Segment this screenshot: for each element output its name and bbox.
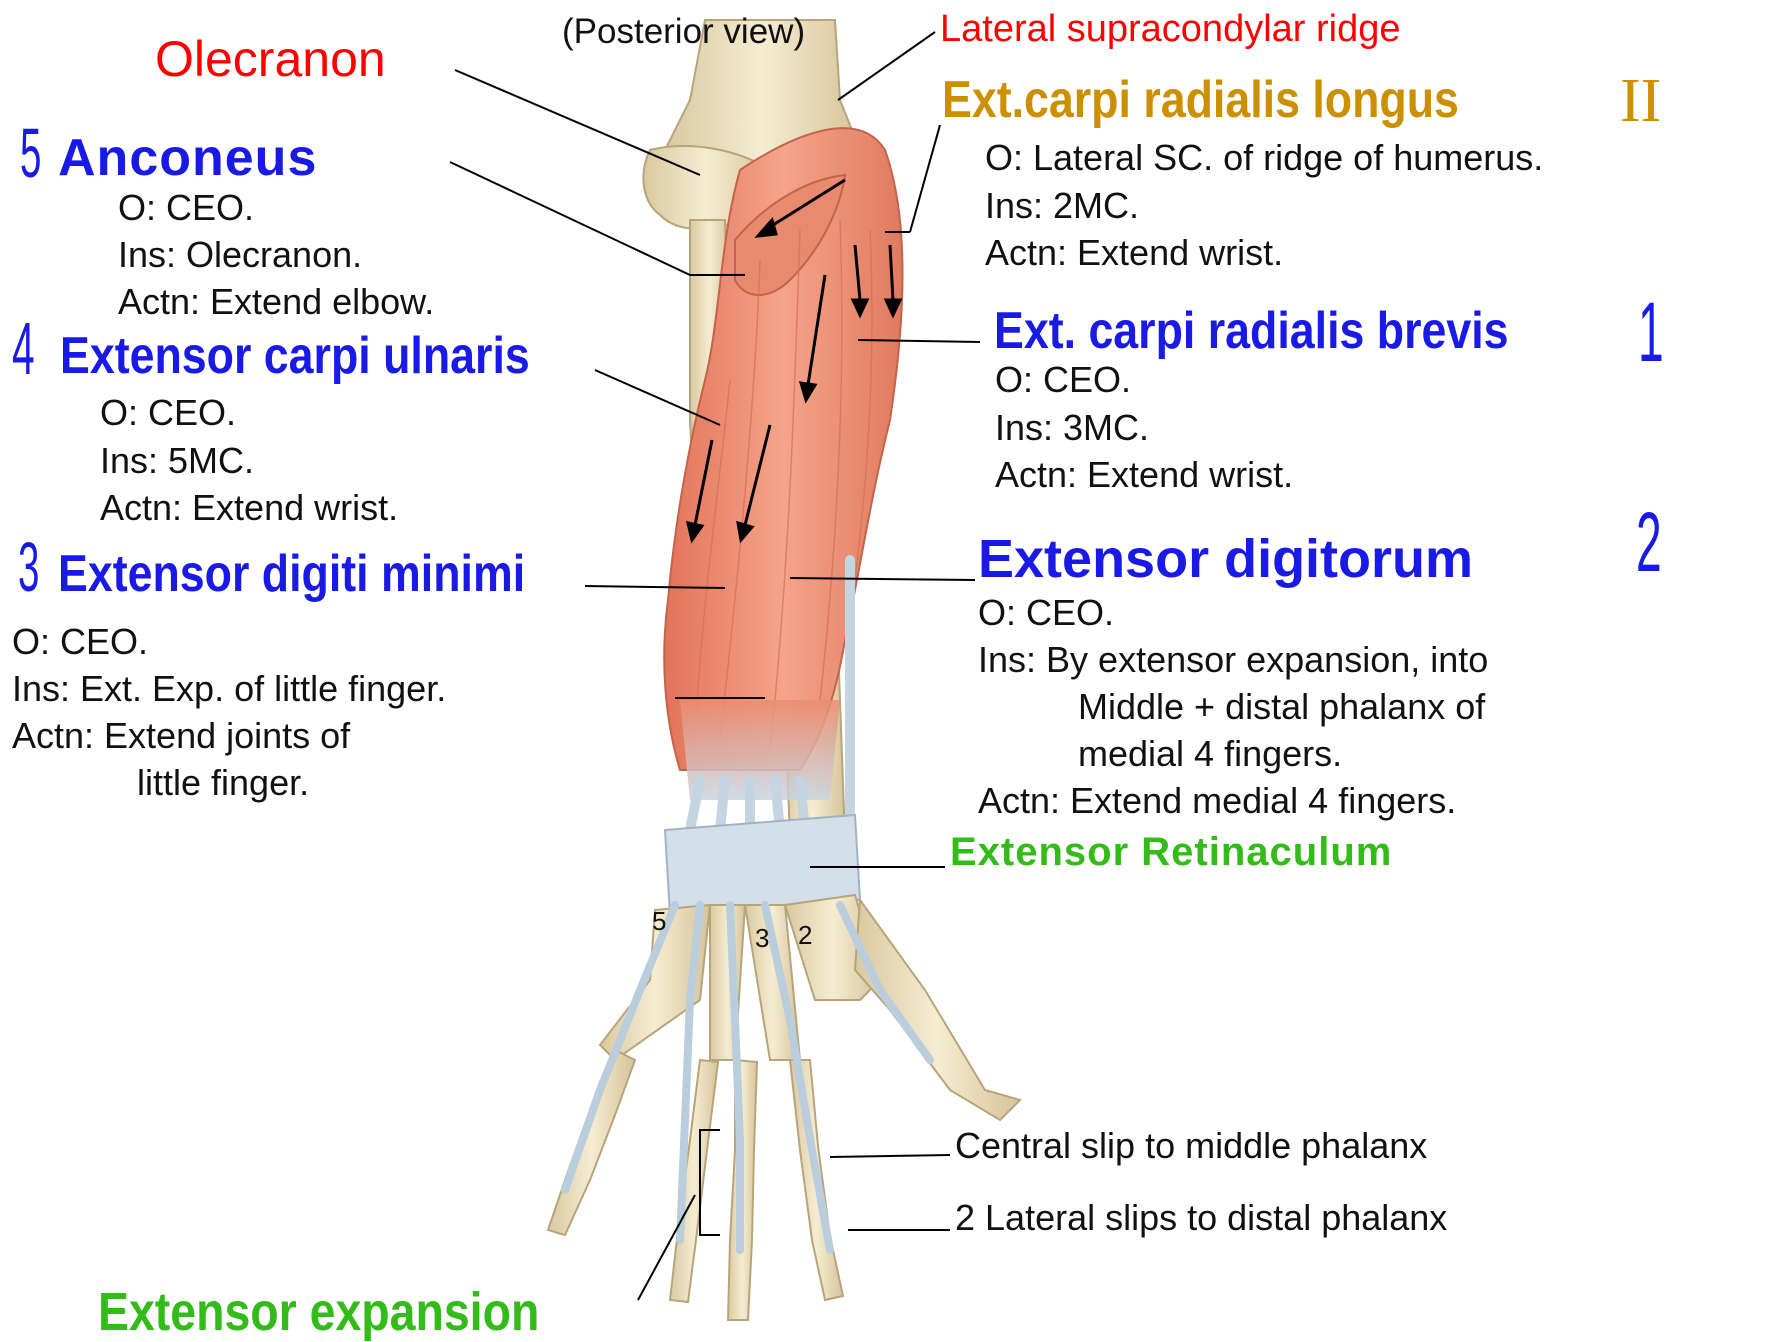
hand-bones xyxy=(548,895,1020,1320)
anconeus-origin: O: CEO. xyxy=(118,190,254,226)
anconeus-title: Anconeus xyxy=(58,132,317,184)
tendon-number-5: 5 xyxy=(652,908,666,934)
central-slip-label: Central slip to middle phalanx xyxy=(955,1128,1427,1164)
edm-title: Extensor digiti minimi xyxy=(58,548,525,600)
ecrl-title: Ext.carpi radialis longus xyxy=(942,74,1459,126)
ecrb-number: 1 xyxy=(1638,290,1664,374)
ecrb-title: Ext. carpi radialis brevis xyxy=(994,305,1509,357)
ecu-insertion: Ins: 5MC. xyxy=(100,443,254,479)
ed-action: Actn: Extend medial 4 fingers. xyxy=(978,783,1456,819)
ed-title: Extensor digitorum xyxy=(978,532,1473,586)
ecrb-insertion: Ins: 3MC. xyxy=(995,410,1149,446)
ecu-title: Extensor carpi ulnaris xyxy=(60,330,530,382)
ecu-origin: O: CEO. xyxy=(100,395,236,431)
ecu-action: Actn: Extend wrist. xyxy=(100,490,398,526)
lateral-ridge-label: Lateral supracondylar ridge xyxy=(940,10,1401,48)
ed-origin: O: CEO. xyxy=(978,595,1114,631)
ecrb-origin: O: CEO. xyxy=(995,362,1131,398)
retinaculum-label: Extensor Retinaculum xyxy=(950,832,1392,872)
ed-number: 2 xyxy=(1636,500,1662,584)
ed-insertion-line2: Middle + distal phalanx of xyxy=(1078,689,1485,725)
anconeus-number: 5 xyxy=(20,118,41,188)
edm-action-line2: little finger. xyxy=(137,765,309,801)
ecrl-action: Actn: Extend wrist. xyxy=(985,235,1283,271)
edm-action-line1: Actn: Extend joints of xyxy=(12,718,350,754)
anconeus-action: Actn: Extend elbow. xyxy=(118,284,434,320)
lateral-slips-label: 2 Lateral slips to distal phalanx xyxy=(955,1200,1447,1236)
edm-origin: O: CEO. xyxy=(12,624,148,660)
ed-insertion-line1: Ins: By extensor expansion, into xyxy=(978,642,1488,678)
ed-insertion-line3: medial 4 fingers. xyxy=(1078,736,1342,772)
expansion-label: Extensor expansion xyxy=(98,1285,539,1339)
ecrl-origin: O: Lateral SC. of ridge of humerus. xyxy=(985,140,1543,176)
ecrl-insertion: Ins: 2MC. xyxy=(985,188,1139,224)
edm-number: 3 xyxy=(18,532,39,602)
ecrl-number: II xyxy=(1620,70,1661,132)
edm-insertion: Ins: Ext. Exp. of little finger. xyxy=(12,671,446,707)
tendon-number-3: 3 xyxy=(755,925,769,951)
tendon-number-2: 2 xyxy=(798,922,812,948)
view-label: (Posterior view) xyxy=(562,14,805,49)
ecrb-action: Actn: Extend wrist. xyxy=(995,457,1293,493)
ecu-number: 4 xyxy=(12,312,35,386)
anconeus-insertion: Ins: Olecranon. xyxy=(118,237,362,273)
olecranon-label: Olecranon xyxy=(155,34,386,84)
